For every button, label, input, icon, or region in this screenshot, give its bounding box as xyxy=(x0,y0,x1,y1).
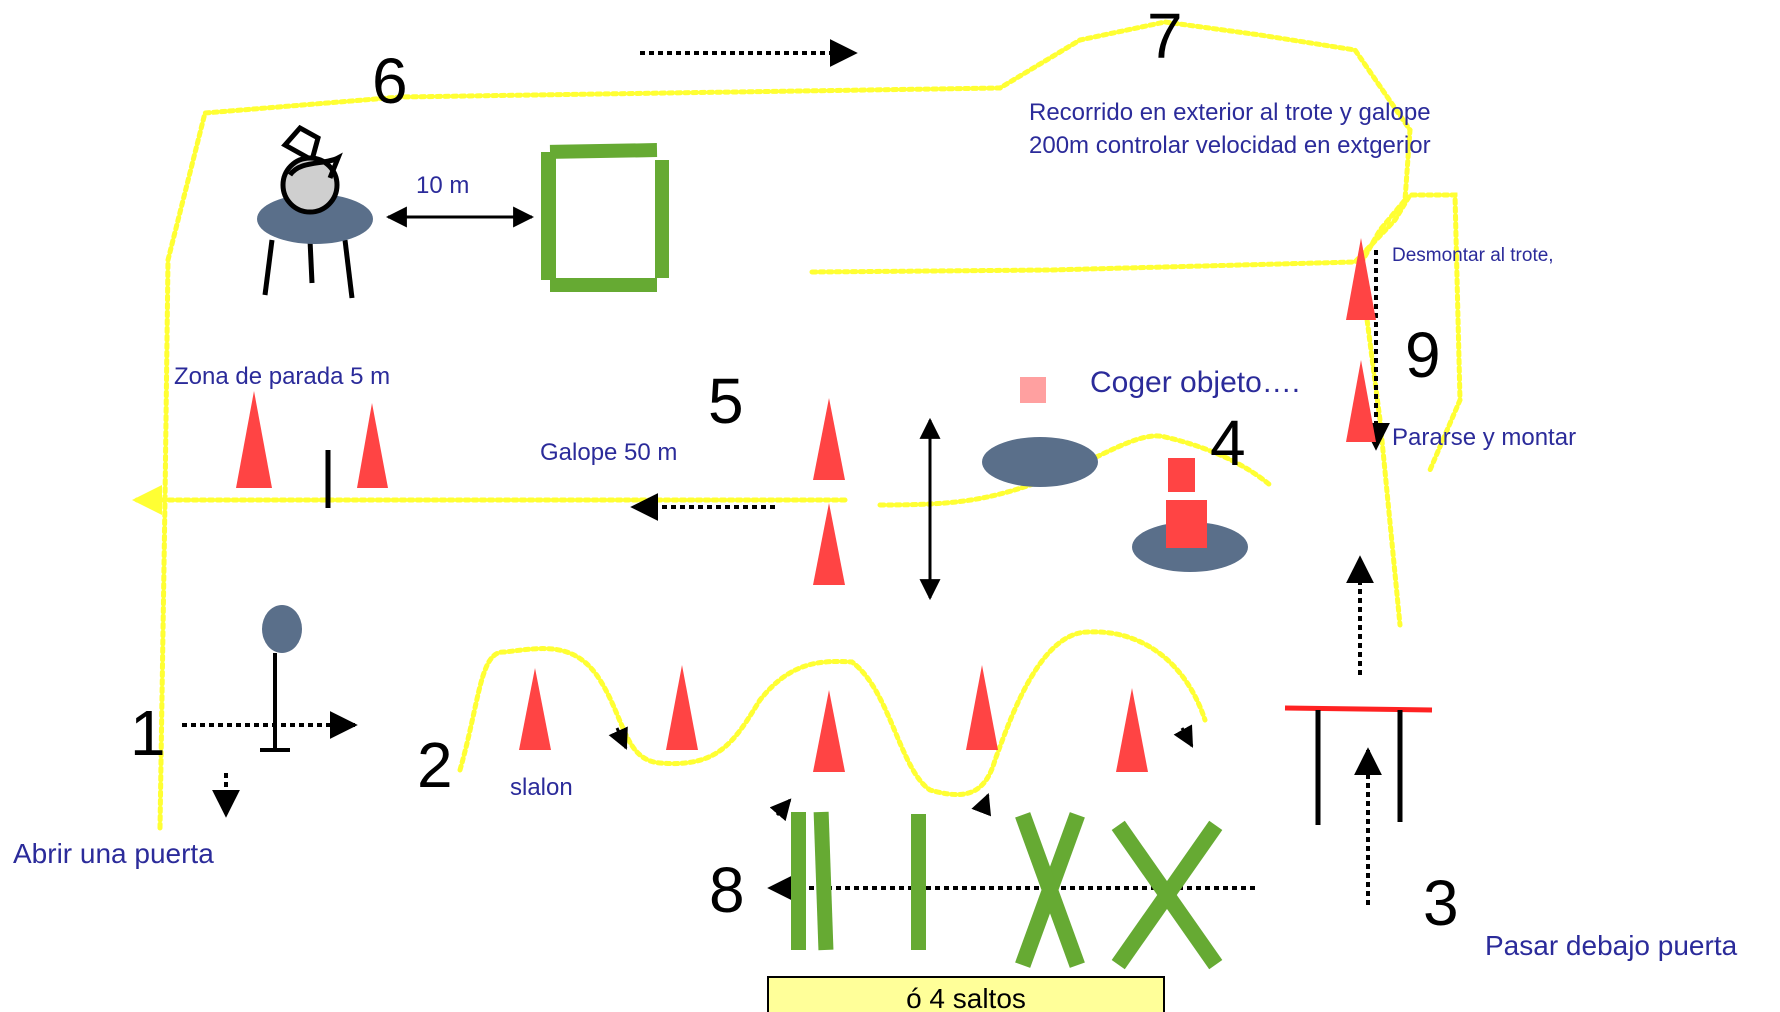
table-with-jug xyxy=(257,124,373,299)
label-open-gate: Abrir una puerta xyxy=(13,838,214,869)
cones xyxy=(236,238,1376,772)
gate-post-knob xyxy=(262,605,302,653)
gallop-cone-bottom xyxy=(813,503,845,585)
label-pick-object: Coger objeto…. xyxy=(1090,366,1300,399)
label-stop-zone: Zona de parada 5 m xyxy=(174,363,390,390)
label-gallop: Galope 50 m xyxy=(540,439,677,466)
label-dismount: Desmontar al trote, xyxy=(1392,245,1554,266)
station-numbers: 1 2 3 4 5 6 7 8 9 xyxy=(130,0,1459,939)
station-number-4: 4 xyxy=(1210,407,1246,479)
slalom-cone-2 xyxy=(666,665,698,750)
pass-under-gate xyxy=(1284,705,1433,825)
solid-arrows xyxy=(385,206,941,601)
inner-return-path xyxy=(809,192,1463,473)
station-number-6: 6 xyxy=(372,45,408,117)
jump-cross-1 xyxy=(1015,812,1085,968)
station-number-1: 1 xyxy=(130,697,166,769)
jump-pole-1 xyxy=(791,812,806,950)
labels: Abrir una puerta slalon Pasar debajo pue… xyxy=(13,99,1738,1012)
slalom-path xyxy=(457,629,1208,798)
slalom-cone-4 xyxy=(966,665,998,750)
gate-post xyxy=(260,605,302,752)
stop-zone-cone-left xyxy=(236,391,272,488)
slalom-cone-3 xyxy=(813,690,845,772)
label-four-jumps: ó 4 saltos xyxy=(906,983,1026,1012)
station-number-2: 2 xyxy=(417,729,453,801)
station-number-7: 7 xyxy=(1147,0,1183,72)
gallop-cone-top xyxy=(813,398,845,480)
jug-icon xyxy=(280,124,343,215)
label-stop-mount: Pararse y montar xyxy=(1392,424,1576,451)
jump-cross-2 xyxy=(1111,820,1223,970)
dotted-arrows xyxy=(182,39,1390,905)
station-number-8: 8 xyxy=(709,854,745,926)
station-number-5: 5 xyxy=(708,365,744,437)
dismount-cone-bottom xyxy=(1346,360,1376,442)
label-outside-line1: Recorrido en exterior al trote y galope xyxy=(1029,99,1431,126)
pickup-table-left xyxy=(982,437,1098,487)
dismount-cone-top xyxy=(1346,238,1376,320)
outer-route-path xyxy=(157,19,1413,831)
slalom-small-arrows xyxy=(608,724,1194,822)
jumps xyxy=(791,811,1223,970)
jumps-note-box xyxy=(767,976,1165,1012)
slalom-cone-1 xyxy=(519,668,551,750)
station-number-9: 9 xyxy=(1405,319,1441,391)
label-slalom: slalon xyxy=(510,774,573,801)
jump-pole-2 xyxy=(813,811,834,951)
jump-pole-3 xyxy=(911,814,926,950)
pickup-object-small xyxy=(1020,377,1046,403)
label-under-gate: Pasar debajo puerta xyxy=(1485,930,1738,961)
object-pickup-path xyxy=(877,433,1273,508)
green-square-frame xyxy=(541,143,669,292)
stop-zone-cone-right xyxy=(357,403,388,488)
label-distance: 10 m xyxy=(416,172,469,199)
label-outside-line2: 200m controlar velocidad en extgerior xyxy=(1029,132,1431,159)
slalom-cone-5 xyxy=(1116,688,1148,772)
station-number-3: 3 xyxy=(1423,867,1459,939)
pickup-station xyxy=(982,377,1248,572)
